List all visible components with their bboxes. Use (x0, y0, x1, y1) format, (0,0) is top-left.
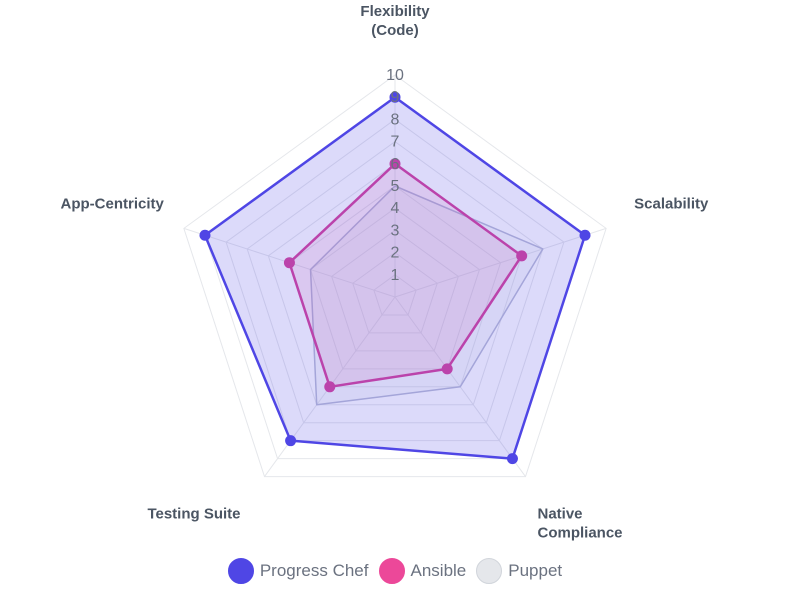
data-point-progress-chef[interactable] (579, 229, 591, 241)
tick-label: 8 (391, 111, 400, 128)
legend-label-puppet: Puppet (508, 561, 563, 580)
tick-label: 4 (391, 200, 400, 217)
grid-ring (309, 207, 481, 370)
series-progress-chef (199, 91, 591, 465)
data-point-progress-chef[interactable] (389, 91, 401, 103)
data-point-progress-chef[interactable] (199, 229, 211, 241)
grid-spoke (394, 227, 607, 298)
tick-label: 5 (391, 178, 400, 195)
grid-ring (183, 74, 607, 478)
series-area-progress-chef (203, 95, 587, 460)
legend-item-puppet[interactable]: Puppet (476, 558, 562, 584)
data-point-progress-chef[interactable] (506, 453, 518, 465)
tick-label: 1 (391, 267, 400, 284)
tick-label: 7 (391, 134, 400, 151)
data-point-ansible[interactable] (389, 158, 401, 170)
radar-tick-labels: 1 2 3 4 5 6 7 8 9 10 (386, 67, 404, 284)
legend-swatch-ansible (378, 558, 405, 584)
grid-ring (373, 274, 417, 316)
axis-label-testing-suite: Testing Suite (147, 506, 240, 523)
grid-ring (246, 140, 544, 424)
legend-swatch-progress-chef (227, 558, 254, 584)
grid-ring (225, 118, 565, 442)
tick-label: 10 (386, 67, 404, 84)
tick-label: 6 (391, 156, 400, 173)
legend-swatch-puppet (476, 558, 503, 584)
legend-label-ansible: Ansible (410, 561, 467, 580)
legend-item-progress-chef[interactable]: Progress Chef (227, 558, 369, 584)
tick-label: 9 (391, 89, 400, 106)
radar-series (199, 91, 591, 465)
data-point-ansible[interactable] (283, 257, 295, 269)
axis-label-scalability: Scalability (634, 195, 709, 212)
radar-chart-plot: 1 2 3 4 5 6 7 8 9 10 Flexibility(Code) Scalability… (61, 3, 709, 542)
legend-label-progress-chef: Progress Chef (259, 561, 369, 580)
series-area-puppet (309, 185, 544, 406)
series-area-ansible (288, 162, 523, 389)
grid-ring (331, 229, 459, 352)
legend-item-ansible[interactable]: Ansible (378, 558, 467, 584)
chart-legend: Progress Chef Ansible Puppet (0, 558, 790, 584)
data-point-ansible[interactable] (324, 381, 336, 393)
tick-label: 3 (391, 222, 400, 239)
tick-label: 2 (391, 245, 400, 262)
series-ansible (283, 158, 528, 393)
series-puppet (309, 185, 544, 406)
data-point-ansible[interactable] (516, 250, 528, 262)
grid-ring (288, 185, 502, 388)
grid-ring (352, 251, 438, 334)
data-point-progress-chef[interactable] (285, 435, 297, 447)
data-point-ansible[interactable] (441, 363, 453, 375)
axis-label-app-centricity: App-Centricity (61, 195, 165, 212)
axis-label-flexibility-code: Flexibility(Code) (360, 3, 430, 39)
